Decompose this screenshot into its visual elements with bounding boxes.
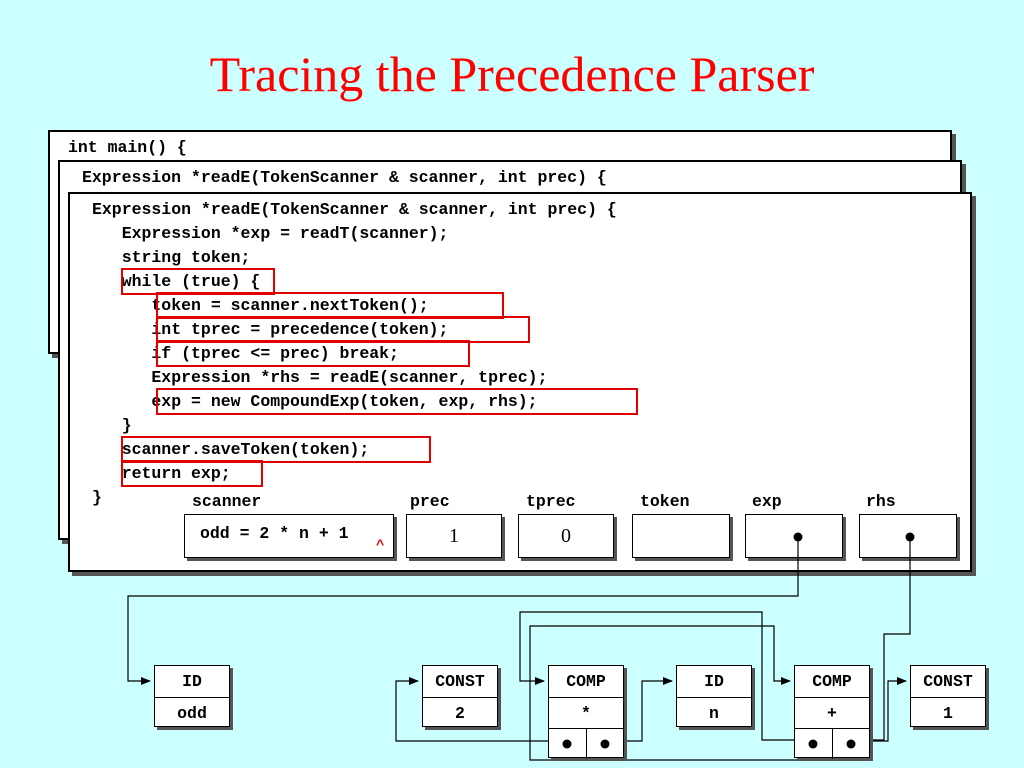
code-line-0: Expression *readE(TokenScanner & scanner…: [92, 200, 617, 219]
code-line-9: }: [92, 416, 132, 435]
pointer-dot: [600, 739, 610, 749]
node-id-odd: ID odd: [154, 665, 230, 727]
node-type: CONST: [923, 672, 973, 691]
node-id-n: ID n: [676, 665, 752, 727]
pointer-dot: [846, 739, 856, 749]
node-value: n: [677, 697, 751, 728]
node-value: 1: [911, 697, 985, 728]
highlight-while: [121, 268, 275, 295]
highlight-break: [156, 340, 470, 367]
node-const-2: CONST 2: [422, 665, 498, 727]
wire-comp-plus-left: [529, 625, 813, 761]
label-tprec: tprec: [526, 492, 576, 511]
pointer-dot: [562, 739, 572, 749]
code-line-12: }: [92, 488, 102, 507]
wire-rhs-to-comp-plus: [519, 537, 911, 741]
node-type: CONST: [435, 672, 485, 691]
node-value: odd: [155, 697, 229, 728]
node-comp-plus: COMP +: [794, 665, 870, 759]
wire-comp-star-left: [395, 677, 567, 742]
pointer-dot: [808, 739, 818, 749]
node-value: +: [795, 697, 869, 728]
box-tprec: 0: [518, 514, 614, 558]
label-prec: prec: [410, 492, 450, 511]
scanner-value: odd = 2 * n + 1: [200, 524, 349, 543]
code-line-4: token = scanner.nextToken();: [92, 296, 429, 315]
node-value: *: [549, 697, 623, 728]
code-line-11: return exp;: [92, 464, 231, 483]
label-scanner: scanner: [192, 492, 262, 511]
node-type: COMP: [812, 672, 852, 691]
code-line-3: while (true) {: [92, 272, 261, 291]
code-line-7: Expression *rhs = readE(scanner, tprec);: [92, 368, 548, 387]
node-type: COMP: [566, 672, 606, 691]
box-prec: 1: [406, 514, 502, 558]
right-pointer: [831, 729, 870, 759]
box-token: [632, 514, 730, 558]
frame-reade-outer-header: Expression *readE(TokenScanner & scanner…: [82, 168, 607, 187]
node-const-1: CONST 1: [910, 665, 986, 727]
frame-reade-current: Expression *readE(TokenScanner & scanner…: [68, 192, 972, 572]
box-scanner: [184, 514, 394, 558]
highlight-precedence: [156, 316, 530, 343]
label-exp: exp: [752, 492, 782, 511]
node-type: ID: [182, 672, 202, 691]
highlight-return: [121, 460, 263, 487]
left-pointer: [549, 729, 586, 759]
left-pointer: [795, 729, 832, 759]
label-rhs: rhs: [866, 492, 896, 511]
scanner-caret: ^: [376, 538, 385, 554]
code-line-5: int tprec = precedence(token);: [92, 320, 449, 339]
highlight-compound: [156, 388, 638, 415]
page-title: Tracing the Precedence Parser: [209, 46, 815, 102]
code-line-10: scanner.saveToken(token);: [92, 440, 370, 459]
code-line-2: string token;: [92, 248, 251, 267]
frame-main-header: int main() {: [68, 138, 187, 157]
code-line-1: Expression *exp = readT(scanner);: [92, 224, 449, 243]
label-token: token: [640, 492, 690, 511]
exp-pointer-dot: [793, 532, 803, 542]
node-value: 2: [423, 697, 497, 728]
highlight-next-token: [156, 292, 504, 319]
wire-exp-to-id-odd: [127, 537, 799, 685]
node-type: ID: [704, 672, 724, 691]
rhs-pointer-dot: [905, 532, 915, 542]
node-pointers: [549, 728, 623, 759]
node-pointers: [795, 728, 869, 759]
right-pointer: [585, 729, 624, 759]
node-comp-star: COMP *: [548, 665, 624, 759]
highlight-save-token: [121, 436, 431, 463]
code-line-8: exp = new CompoundExp(token, exp, rhs);: [92, 392, 538, 411]
